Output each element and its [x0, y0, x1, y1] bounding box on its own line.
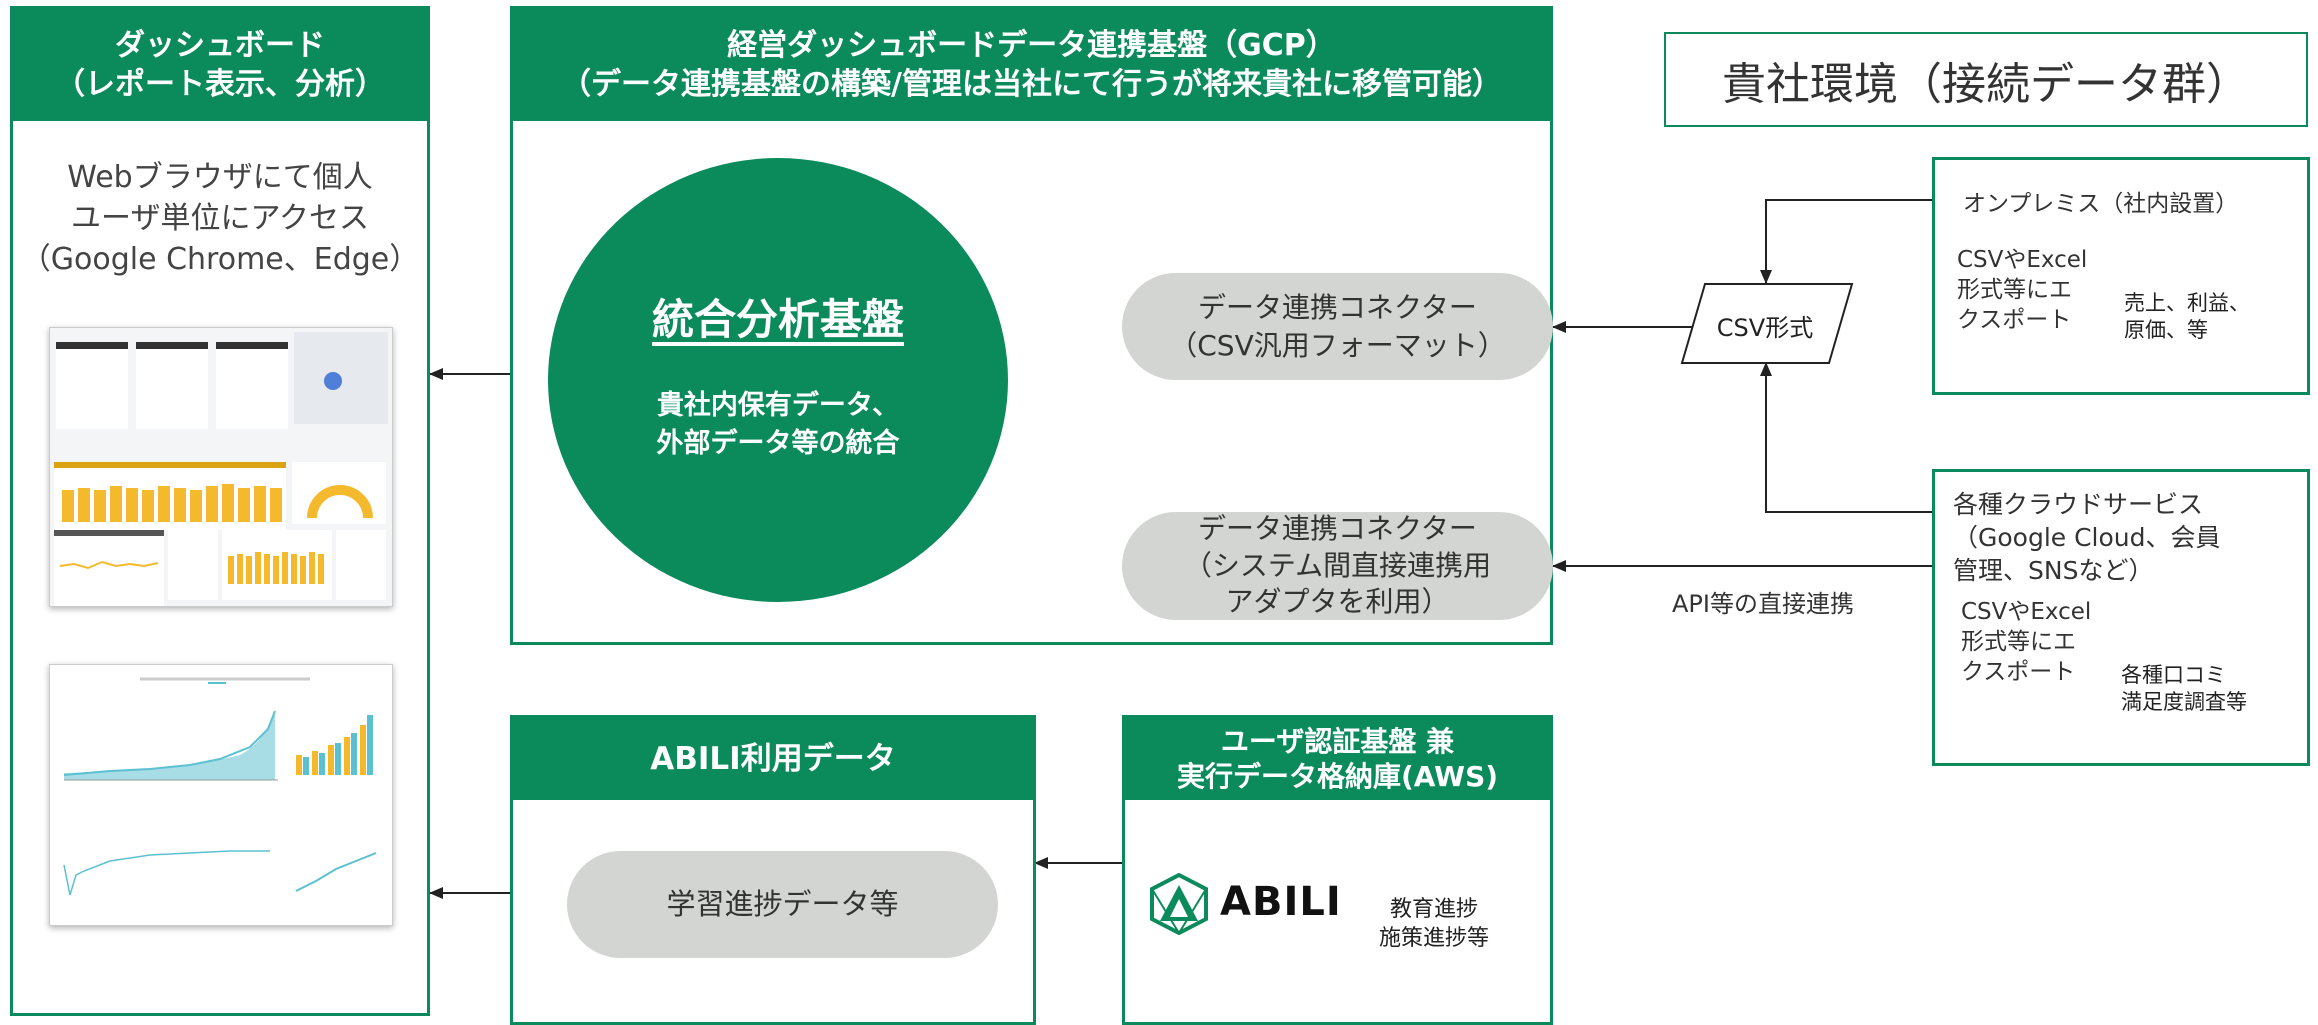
client-env-title-box: 貴社環境（接続データ群） — [1664, 32, 2308, 127]
gcp-header: 経営ダッシュボードデータ連携基盤（GCP） （データ連携基盤の構築/管理は当社に… — [513, 9, 1550, 121]
aws-db-label: 教育進捗 施策進捗等 — [1378, 897, 1489, 951]
dashboard-screenshot-1 — [49, 327, 393, 607]
cloud-export-text: CSVやExcel 形式等にエ クスポート — [1961, 599, 2092, 685]
aws-title: ユーザ認証基盤 兼 — [1220, 725, 1455, 758]
cloud-db-label: 各種口コミ 満足度調査等 — [2121, 663, 2247, 715]
aws-header: ユーザ認証基盤 兼 実行データ格納庫(AWS) — [1125, 718, 1550, 800]
core-title: 統合分析基盤 — [651, 295, 904, 344]
dashboard-title: ダッシュボード — [115, 28, 325, 63]
core-description: 貴社内保有データ、 外部データ等の統合 — [656, 390, 900, 459]
cloud-services-box: 各種クラウドサービス （Google Cloud、会員 管理、SNSなど） CS… — [1932, 469, 2310, 766]
arrow-onprem-to-csv — [1760, 199, 1932, 284]
abili-data-title: ABILI利用データ — [650, 740, 896, 777]
onprem-title: オンプレミス（社内設置） — [1963, 191, 2239, 217]
abili-logo-icon — [1150, 873, 1208, 935]
dashboard-panel: ダッシュボード （レポート表示、分析） Webブラウザにて個人 ユーザ単位にアク… — [10, 6, 430, 1016]
abili-logo: ABILI — [1148, 873, 1341, 935]
gcp-title: 経営ダッシュボードデータ連携基盤（GCP） — [727, 28, 1336, 63]
api-link-label: API等の直接連携 — [1672, 590, 1854, 618]
gcp-subtitle: （データ連携基盤の構築/管理は当社にて行うが将来貴社に移管可能） — [561, 67, 1502, 102]
dashboard-description: Webブラウザにて個人 ユーザ単位にアクセス （Google Chrome、Ed… — [20, 160, 420, 278]
arrow-cloud-to-csv — [1760, 362, 1932, 513]
aws-panel: ユーザ認証基盤 兼 実行データ格納庫(AWS) — [1122, 715, 1553, 1025]
dashboard-header: ダッシュボード （レポート表示、分析） — [13, 9, 427, 121]
client-env-title: 貴社環境（接続データ群） — [1722, 58, 2250, 110]
onprem-db-label: 売上、利益、 原価、等 — [2124, 291, 2250, 343]
abili-logo-text: ABILI — [1220, 879, 1342, 925]
aws-subtitle: 実行データ格納庫(AWS) — [1176, 760, 1499, 793]
data-connector-api: データ連携コネクター （システム間直接連携用 アダプタを利用） — [1122, 512, 1553, 620]
cloud-title: 各種クラウドサービス （Google Cloud、会員 管理、SNSなど） — [1953, 490, 2221, 585]
learning-progress-pill: 学習進捗データ等 — [567, 851, 998, 958]
csv-format-shape — [1680, 283, 1854, 364]
data-connector-csv: データ連携コネクター （CSV汎用フォーマット） — [1122, 273, 1553, 380]
abili-data-header: ABILI利用データ — [513, 718, 1033, 800]
onprem-export-text: CSVやExcel 形式等にエ クスポート — [1957, 247, 2088, 333]
csv-format-label: CSV形式 — [1716, 314, 1814, 342]
dashboard-subtitle: （レポート表示、分析） — [55, 67, 385, 102]
onprem-box: オンプレミス（社内設置） CSVやExcel 形式等にエ クスポート — [1932, 157, 2310, 395]
integrated-analysis-core: 統合分析基盤 貴社内保有データ、 外部データ等の統合 — [548, 158, 1008, 602]
dashboard-screenshot-2 — [49, 664, 393, 926]
